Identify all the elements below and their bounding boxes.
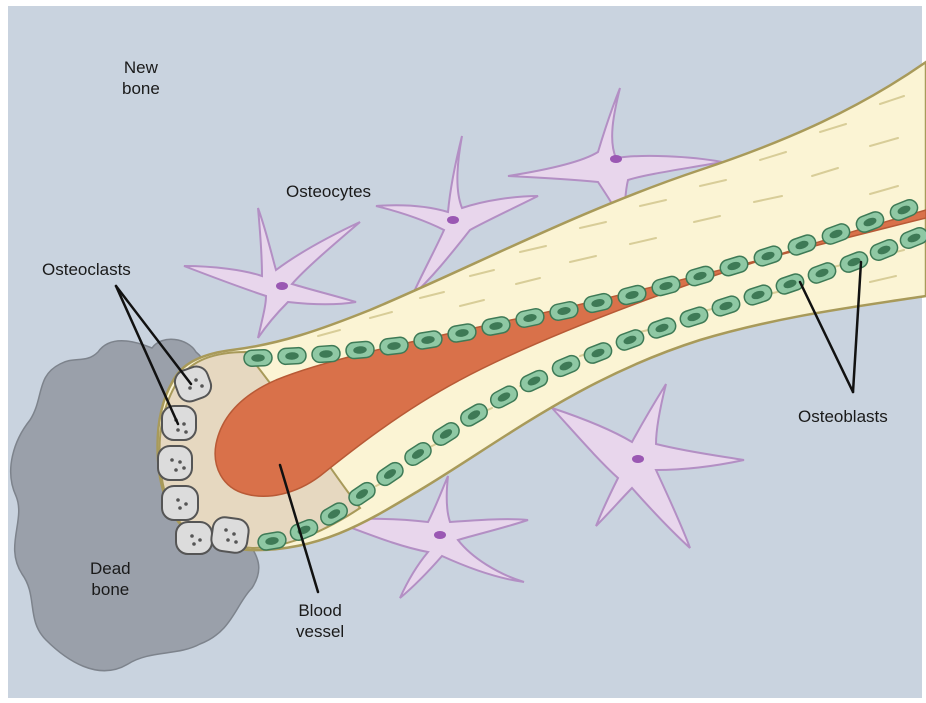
label-osteoblasts: Osteoblasts xyxy=(798,406,888,427)
label-osteocytes: Osteocytes xyxy=(286,181,371,202)
label-new-bone: New bone xyxy=(122,57,160,99)
label-osteoclasts: Osteoclasts xyxy=(42,259,131,280)
label-blood-vessel: Blood vessel xyxy=(296,600,344,642)
label-dead-bone: Dead bone xyxy=(90,558,131,600)
